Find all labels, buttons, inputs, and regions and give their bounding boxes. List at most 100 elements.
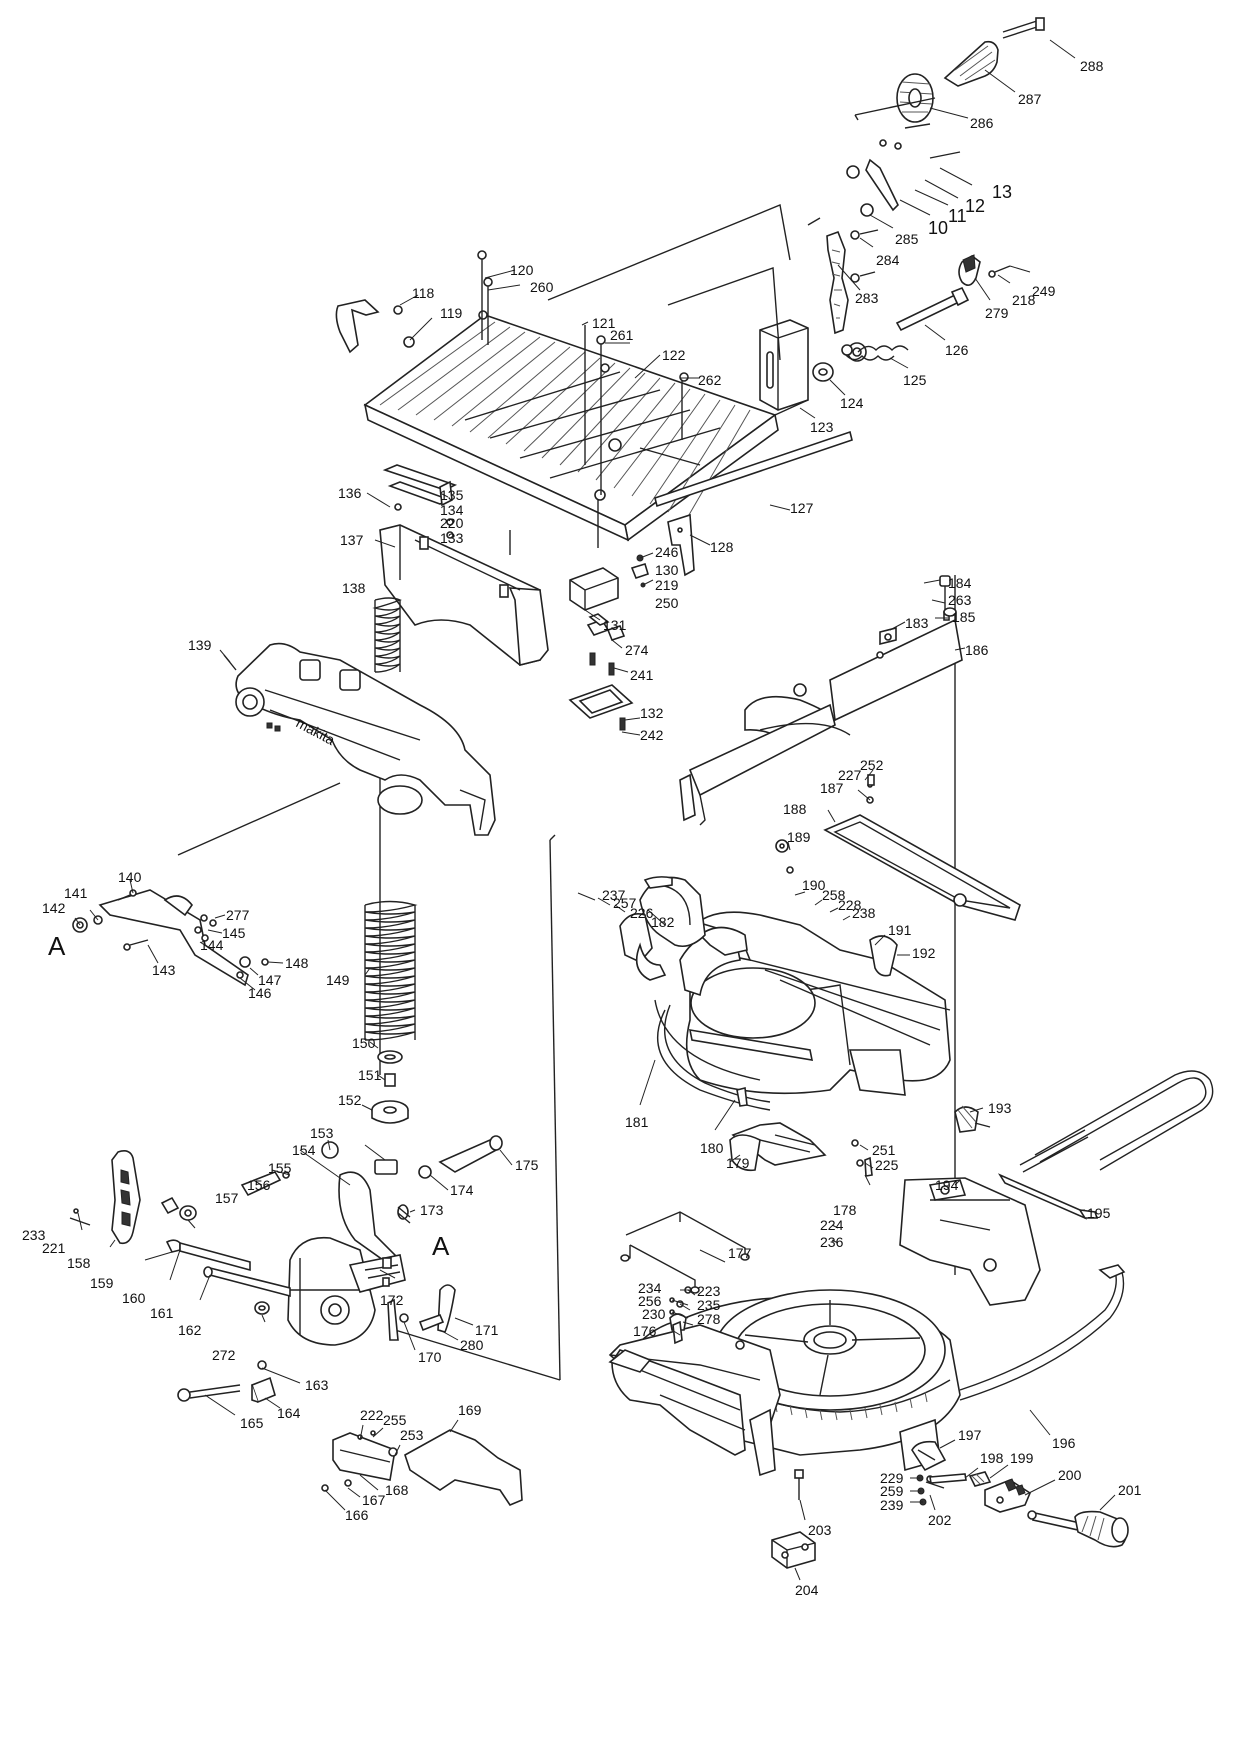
- callout-label: 139: [188, 637, 212, 653]
- callout-label: 183: [905, 615, 929, 631]
- callout-label: 140: [118, 869, 142, 885]
- callout-label: 148: [285, 955, 309, 971]
- callout-label: 198: [980, 1450, 1004, 1466]
- long-bar-127: [654, 430, 853, 577]
- callout-label: 122: [662, 347, 686, 363]
- reference-letter-a-right: A: [432, 1231, 450, 1261]
- callout-label: 11: [948, 206, 967, 226]
- callout-label: 149: [326, 972, 350, 988]
- callout-label: 262: [698, 372, 722, 388]
- callout-leaders: [74, 39, 1116, 1581]
- bracket-assembly: [826, 97, 961, 335]
- callout-label: 176: [633, 1323, 657, 1339]
- fence-186: [679, 575, 963, 826]
- pivot-assembly: [240, 1135, 503, 1346]
- callout-label: 279: [985, 305, 1009, 321]
- callout-label: 125: [903, 372, 927, 388]
- callout-label: 277: [226, 907, 250, 923]
- callout-label: 141: [64, 885, 88, 901]
- callout-label: 127: [790, 500, 814, 516]
- callout-label: 13: [992, 182, 1012, 202]
- callout-label: 284: [876, 252, 900, 268]
- callout-label: 288: [1080, 58, 1104, 74]
- spring-138: [372, 597, 402, 673]
- callout-label: 188: [783, 801, 807, 817]
- callout-label: 249: [1032, 283, 1056, 299]
- callout-label: 278: [697, 1311, 721, 1327]
- callout-label: 274: [625, 642, 649, 658]
- plate-188: [775, 774, 1021, 921]
- callout-label: 118: [412, 285, 435, 301]
- subfence-137: [379, 524, 549, 667]
- callout-label: 135: [440, 487, 464, 503]
- callout-label: 222: [360, 1407, 384, 1423]
- pin-165-and-block-164: [177, 1360, 276, 1404]
- callout-label: 161: [150, 1305, 174, 1321]
- rods-177: [620, 1211, 750, 1345]
- callout-label: 171: [475, 1322, 499, 1338]
- callout-label: 173: [420, 1202, 444, 1218]
- callout-label: 235: [697, 1297, 721, 1313]
- callout-label: 194: [935, 1177, 959, 1193]
- callout-label: 136: [338, 485, 362, 501]
- callout-label: 233: [22, 1227, 46, 1243]
- callout-label: 251: [872, 1142, 896, 1158]
- callout-label: 184: [948, 575, 972, 591]
- callout-label: 177: [728, 1245, 752, 1261]
- callout-label: 229: [880, 1470, 904, 1486]
- callout-label: 242: [640, 727, 664, 743]
- callout-label: 169: [458, 1402, 482, 1418]
- callout-label: 252: [860, 757, 884, 773]
- callout-label: 199: [1010, 1450, 1034, 1466]
- callout-label: 200: [1058, 1467, 1082, 1483]
- callout-label: 147: [258, 972, 282, 988]
- callout-label: 124: [840, 395, 864, 411]
- callout-label: 128: [710, 539, 734, 555]
- callout-label: 255: [383, 1412, 407, 1428]
- callout-label: 142: [42, 900, 66, 916]
- callout-label: 165: [240, 1415, 264, 1431]
- block-204: [771, 1531, 816, 1569]
- callout-label: 123: [810, 419, 834, 435]
- callout-label: 185: [952, 609, 976, 625]
- callout-label: 132: [640, 705, 664, 721]
- callout-label: 283: [855, 290, 879, 306]
- callout-label: 224: [820, 1217, 844, 1233]
- callout-label: 225: [875, 1157, 899, 1173]
- arm-assembly: makita: [223, 642, 496, 836]
- callout-label: 193: [988, 1100, 1012, 1116]
- callout-label: 246: [655, 544, 679, 560]
- handle-158: [69, 1150, 141, 1245]
- callout-label: 137: [340, 532, 364, 548]
- shaft-and-lever: [895, 254, 1011, 332]
- callout-label: 253: [400, 1427, 424, 1443]
- callout-label: 259: [880, 1483, 904, 1499]
- callout-label: 167: [362, 1492, 386, 1508]
- callout-label: 226: [630, 905, 654, 921]
- callout-label: 145: [222, 925, 246, 941]
- callout-label: 250: [655, 595, 679, 611]
- assembly-lines: [177, 204, 956, 1381]
- pins-161-162: [160, 1196, 291, 1315]
- callout-label: 181: [625, 1114, 649, 1130]
- callout-label: 144: [200, 937, 224, 953]
- callout-label: 121: [592, 315, 616, 331]
- turntable-base-189-194: [619, 876, 951, 1096]
- callout-label: 228: [838, 897, 862, 913]
- callout-label: 261: [610, 327, 634, 343]
- callout-label: 221: [42, 1240, 66, 1256]
- callout-label: 119: [440, 305, 463, 321]
- callout-label: 220: [440, 515, 464, 531]
- reference-letter-a-left: A: [48, 931, 66, 961]
- clamp-130-131: [568, 554, 649, 731]
- clamp-197-201: [794, 1440, 1129, 1548]
- rail-135-134: [382, 464, 458, 539]
- callout-label: 174: [450, 1182, 474, 1198]
- callout-label: 236: [820, 1234, 844, 1250]
- table-assembly: [363, 310, 779, 548]
- callout-label: 175: [515, 1157, 539, 1173]
- callout-label: 192: [912, 945, 936, 961]
- callout-label: 160: [122, 1290, 146, 1306]
- callout-label: 257: [613, 895, 637, 911]
